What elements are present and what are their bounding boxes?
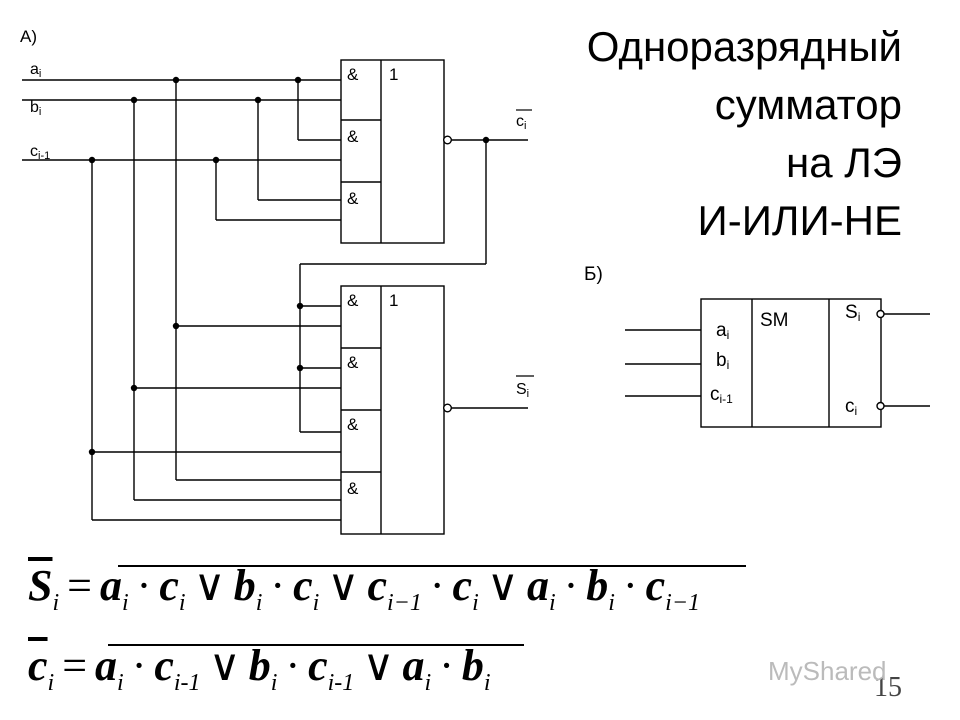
formula-lhs: c: [28, 641, 48, 690]
formula-or: ∨: [327, 561, 360, 610]
gate-and-or-not-2: [340, 285, 453, 535]
formula-variable: a: [402, 641, 425, 690]
carry-formula-overbar: [108, 644, 524, 646]
formula-subscript: i: [47, 670, 55, 696]
formula-dot: ·: [131, 641, 147, 690]
formula-subscript: i: [255, 590, 263, 616]
sm-output-s: Si: [845, 302, 860, 324]
formula-dot: ·: [622, 561, 638, 610]
sm-input-c: ci-1: [710, 384, 733, 406]
sum-formula: Si=ai·ci∨bi·ci∨ci−1·ci∨ai·bi·ci−1: [28, 560, 700, 617]
or-symbol: 1: [389, 65, 398, 84]
junction-dots: [88, 76, 490, 456]
formula-variable: c: [367, 561, 388, 610]
formula-variable: b: [586, 561, 609, 610]
formula-dot: ·: [429, 561, 445, 610]
formula-subscript: i: [548, 590, 556, 616]
input-label-a: ai: [30, 61, 41, 80]
formula-equals: =: [62, 641, 88, 690]
sm-input-a: ai: [716, 320, 729, 342]
slide-title: Одноразрядный сумматор на ЛЭ И-ИЛИ-НЕ: [587, 18, 902, 250]
formula-subscript: i−1: [387, 590, 422, 616]
sum-formula-overbar: [118, 565, 746, 567]
formula-variable: c: [293, 561, 313, 610]
sm-label: SM: [760, 310, 789, 331]
formula-dot: ·: [439, 641, 454, 690]
watermark-logo: MyShared: [768, 656, 887, 686]
formula-lhs: S: [28, 561, 53, 610]
page-number: 15: [874, 672, 902, 703]
input-label-c: ci-1: [30, 143, 50, 162]
formula-subscript: i-1: [327, 670, 355, 696]
formula-subscript: i−1: [665, 590, 701, 616]
formula-subscript: i-1: [173, 670, 201, 696]
formula-variable: c: [308, 641, 328, 690]
formula-subscript: i: [117, 670, 124, 696]
formula-dot: ·: [285, 641, 301, 690]
formula-subscript: i: [312, 590, 320, 616]
formula-variable: b: [233, 561, 256, 610]
and-symbol: &: [347, 479, 359, 498]
formula-variable: a: [526, 561, 549, 610]
formula-subscript: i: [270, 670, 278, 696]
formula-variable: a: [95, 641, 118, 690]
title-line-1: Одноразрядный: [586, 23, 902, 70]
formula-variable: b: [461, 641, 484, 690]
formula-subscript: i: [121, 590, 129, 616]
formula-subscript: i: [472, 590, 479, 616]
formula-or: ∨: [362, 641, 395, 690]
formula-subscript: i: [483, 670, 491, 696]
and-symbol: &: [347, 415, 359, 434]
and-symbol: &: [347, 127, 359, 146]
title-line-3: на ЛЭ: [786, 139, 902, 186]
input-label-b: bi: [30, 99, 41, 118]
formula-equals: =: [67, 561, 92, 610]
formula-dot: ·: [136, 561, 152, 610]
gate-and-or-not-1: [340, 59, 453, 244]
formula-subscript: i: [52, 590, 60, 616]
title-line-4: И-ИЛИ-НЕ: [697, 197, 902, 244]
or-symbol: 1: [389, 291, 398, 310]
and-symbol: &: [347, 65, 359, 84]
sm-output-c: ci: [845, 396, 857, 418]
and-symbol: &: [347, 189, 359, 208]
formula-dot: ·: [270, 561, 286, 610]
formula-dot: ·: [563, 561, 579, 610]
title-line-2: сумматор: [714, 81, 902, 128]
formula-variable: c: [159, 561, 179, 610]
formula-variable: a: [99, 561, 122, 610]
panel-b-label: Б): [584, 264, 603, 285]
gate-labels: & & & 1 & & & & 1: [347, 65, 398, 498]
formula-or: ∨: [486, 561, 519, 610]
sm-block: [625, 298, 930, 428]
and-symbol: &: [347, 291, 359, 310]
carry-formula: ci=ai·ci-1∨bi·ci-1∨ai·bi: [28, 640, 491, 697]
output-label-sum: Si: [516, 381, 529, 400]
formula-variable: c: [452, 561, 473, 610]
output-label-carry: ci: [516, 113, 526, 132]
formula-or: ∨: [193, 561, 226, 610]
formula-variable: b: [248, 641, 271, 690]
formula-subscript: i: [424, 670, 432, 696]
panel-a-label: А): [20, 27, 37, 46]
and-symbol: &: [347, 353, 359, 372]
formula-variable: c: [645, 561, 666, 610]
formula-subscript: i: [608, 590, 615, 616]
formula-variable: c: [154, 641, 174, 690]
formula-or: ∨: [208, 641, 241, 690]
formula-subscript: i: [178, 590, 186, 616]
panel-a-wires: [22, 79, 528, 521]
sm-input-b: bi: [716, 350, 729, 372]
